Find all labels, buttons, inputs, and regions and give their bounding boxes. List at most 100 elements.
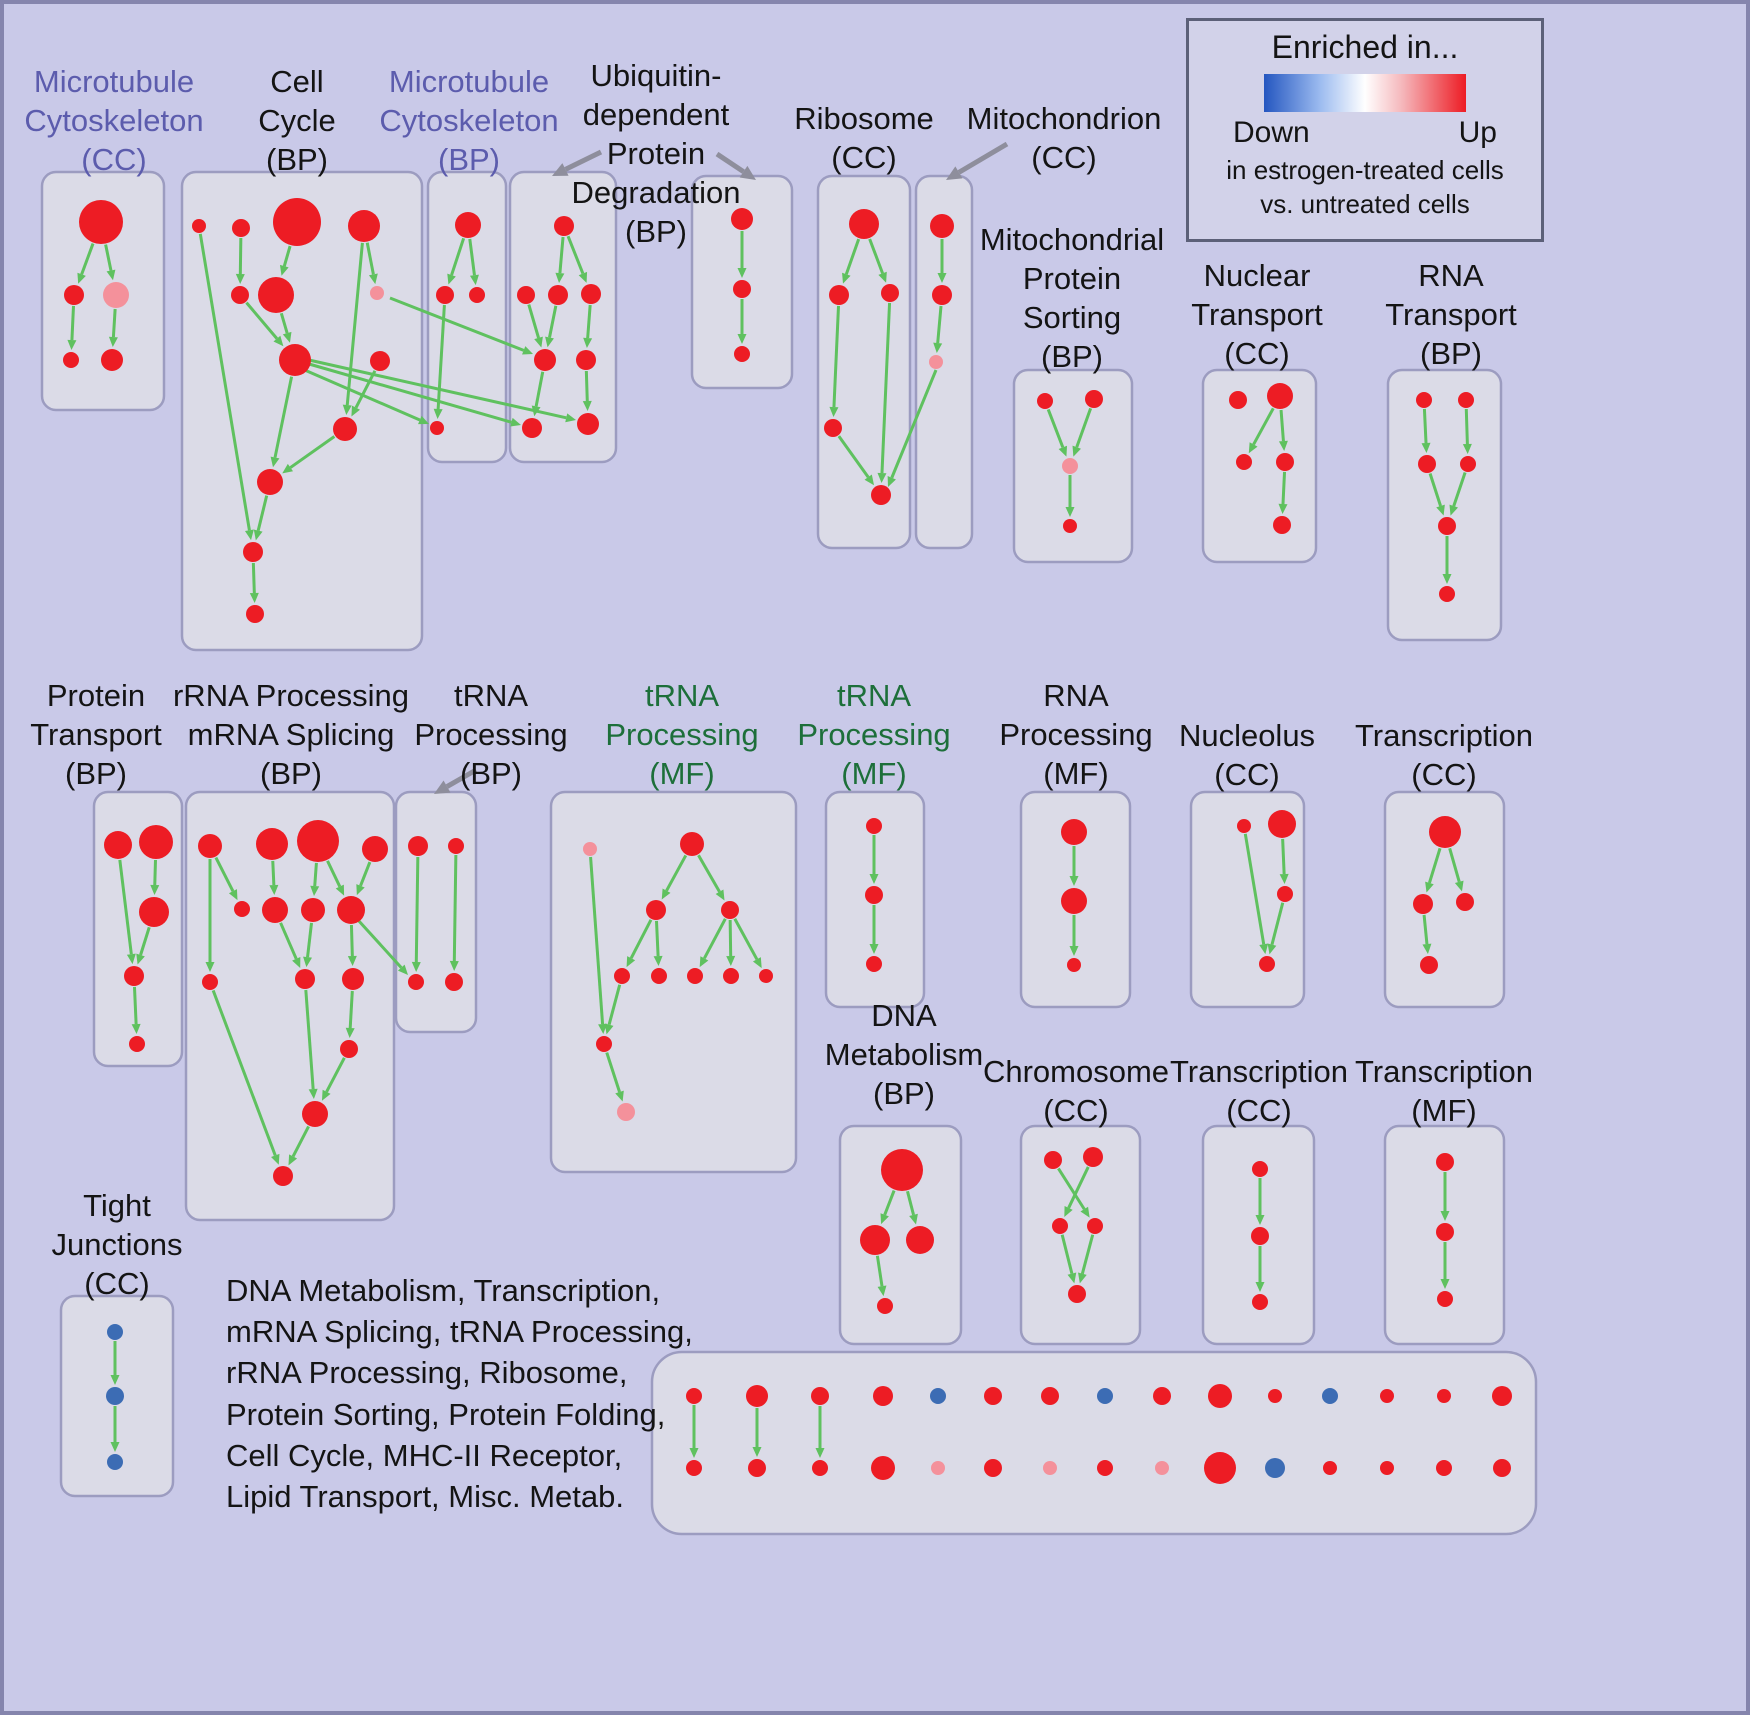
edge-arrowhead (321, 1089, 331, 1101)
edge-arrowhead (615, 1090, 624, 1102)
edge-arrowhead (737, 268, 747, 278)
edge-line (1243, 833, 1266, 945)
go-term-node (759, 969, 773, 983)
edge-line (1060, 1234, 1074, 1274)
edge-arrowhead (1069, 946, 1079, 956)
edge-line (1448, 847, 1461, 883)
go-term-node (258, 277, 294, 313)
edge-arrowhead (434, 780, 451, 794)
label-ubiquitin: Ubiquitin- dependent Protein Degradation… (571, 58, 741, 250)
go-term-node (748, 1459, 766, 1477)
edge-arrowhead (1078, 1272, 1087, 1284)
go-term-node (370, 286, 384, 300)
go-term-node (1063, 519, 1077, 533)
edge-line (957, 141, 1009, 175)
go-term-node (517, 286, 535, 304)
go-term-node (583, 842, 597, 856)
edge-line (890, 369, 938, 479)
edge-arrowhead (715, 889, 725, 901)
edge-arrowhead (578, 271, 588, 283)
go-term-node (1380, 1461, 1394, 1475)
edge-arrowhead (1248, 442, 1258, 454)
go-term-node (103, 282, 129, 308)
edge-arrowhead (583, 337, 593, 349)
cluster-box-trna-mf-large (549, 790, 798, 1174)
go-term-node (866, 956, 882, 972)
edge-line (349, 924, 354, 957)
go-term-node (932, 285, 952, 305)
edge-line (1281, 838, 1286, 875)
edge-arrowhead (1442, 574, 1452, 584)
edge-arrowhead (244, 529, 254, 541)
go-term-node (101, 349, 123, 371)
edge-arrowhead (447, 273, 456, 285)
edge-arrowhead (282, 463, 294, 474)
go-term-node (1429, 816, 1461, 848)
edge-line (880, 302, 892, 474)
edge-line (389, 296, 525, 352)
cluster-box-microtubule-bp (426, 170, 508, 464)
edge-line (1452, 472, 1467, 507)
edge-arrowhead (136, 953, 145, 965)
go-term-node (1436, 1460, 1452, 1476)
edge-arrowhead (869, 874, 879, 884)
go-term-node (1052, 1218, 1068, 1234)
network-svg (40, 141, 1538, 1536)
edge-line (875, 1255, 884, 1287)
go-term-node (295, 969, 315, 989)
go-term-node (63, 352, 79, 368)
edge-arrowhead (626, 956, 636, 968)
go-term-node (1085, 390, 1103, 408)
go-term-node (198, 834, 222, 858)
edge-arrowhead (205, 962, 215, 972)
cluster-box-mitochondrion-cc (914, 174, 974, 550)
go-term-node (1436, 1223, 1454, 1241)
cluster-box-chromosome (1019, 1124, 1142, 1346)
label-transcription-mf: Transcription (MF) (1354, 1054, 1534, 1129)
edge-arrowhead (1436, 504, 1445, 516)
edge-line (356, 918, 403, 969)
edge-arrowhead (292, 957, 301, 968)
edge-arrowhead (565, 413, 576, 423)
go-term-node (614, 968, 630, 984)
go-term-node (297, 820, 339, 862)
label-microtubule-bp: Microtubule Cytoskeleton (BP) (379, 64, 559, 178)
go-term-node (202, 974, 218, 990)
go-term-node (1323, 1461, 1337, 1475)
go-term-node (581, 284, 601, 304)
go-term-node (124, 966, 144, 986)
misc-categories-text: DNA Metabolism, Transcription, mRNA Spli… (226, 1273, 693, 1515)
edge-line (251, 562, 256, 594)
edge-arrowhead (880, 1213, 889, 1225)
edge-arrowhead (739, 165, 756, 180)
go-term-node (408, 974, 424, 990)
go-term-node (257, 469, 283, 495)
edge-line (655, 920, 660, 957)
edge-line (256, 495, 269, 531)
edge-arrowhead (726, 955, 736, 967)
go-term-node (931, 1461, 945, 1475)
edge-line (273, 376, 294, 458)
go-term-node (746, 1385, 768, 1407)
edge-arrowhead (1058, 445, 1068, 457)
label-chromosome: Chromosome (CC) (982, 1054, 1170, 1129)
edge-line (883, 1189, 896, 1216)
go-term-node (273, 1166, 293, 1186)
go-term-node (107, 1454, 123, 1470)
go-term-node (686, 1460, 702, 1476)
edge-line (238, 237, 243, 275)
go-term-node (1155, 1461, 1169, 1475)
legend-gradient-bar (1264, 74, 1466, 112)
edge-line (291, 1125, 310, 1158)
go-term-node (596, 1036, 612, 1052)
go-term-node (1229, 391, 1247, 409)
edge-arrowhead (270, 456, 280, 468)
go-term-node (139, 897, 169, 927)
edge-line (132, 986, 138, 1025)
edge-arrowhead (545, 336, 554, 348)
edge-line (534, 371, 545, 407)
edge-arrowhead (110, 1442, 120, 1452)
label-mitochondrion-cc: Mitochondrion (CC) (966, 101, 1162, 176)
go-term-node (1460, 456, 1476, 472)
go-term-node (866, 818, 882, 834)
